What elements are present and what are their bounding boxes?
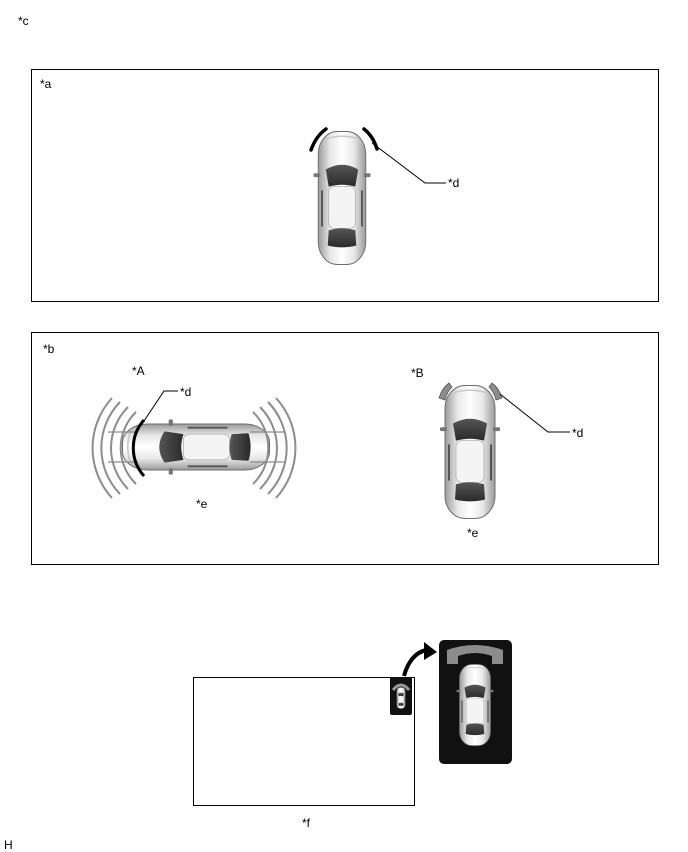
car-top-view-A (121, 418, 271, 476)
screen-frame (193, 677, 415, 806)
enlarged-display (439, 640, 512, 764)
label-d-top: *d (448, 176, 460, 190)
sensor-bands-right (252, 397, 297, 499)
leader-d-top (371, 142, 446, 184)
label-b: *b (43, 342, 55, 356)
leader-d-left (141, 390, 178, 425)
car-top-view-B (439, 384, 501, 520)
label-e-right: *e (467, 526, 479, 540)
sensor-arcs-a (309, 127, 379, 152)
sensor-highlight-left (131, 419, 146, 477)
sensor-marks-B (438, 382, 503, 401)
label-f: *f (302, 816, 311, 830)
sensor-band-right-segments (250, 431, 284, 463)
label-H: H (4, 838, 13, 852)
curved-arrow-head (424, 642, 437, 660)
leader-d-right (499, 393, 570, 433)
label-B: *B (411, 366, 424, 380)
sensor-bands-left (91, 397, 137, 499)
label-e-left: *e (196, 497, 208, 511)
sensor-band-left-segments (108, 431, 138, 463)
label-a: *a (40, 77, 52, 91)
label-d-right: *d (572, 426, 584, 440)
mini-display (390, 677, 412, 715)
curved-arrow-icon (402, 648, 427, 677)
car-top-view-a (312, 130, 372, 266)
label-A: *A (132, 364, 145, 378)
label-c: *c (18, 14, 29, 28)
label-d-left: *d (180, 385, 192, 399)
